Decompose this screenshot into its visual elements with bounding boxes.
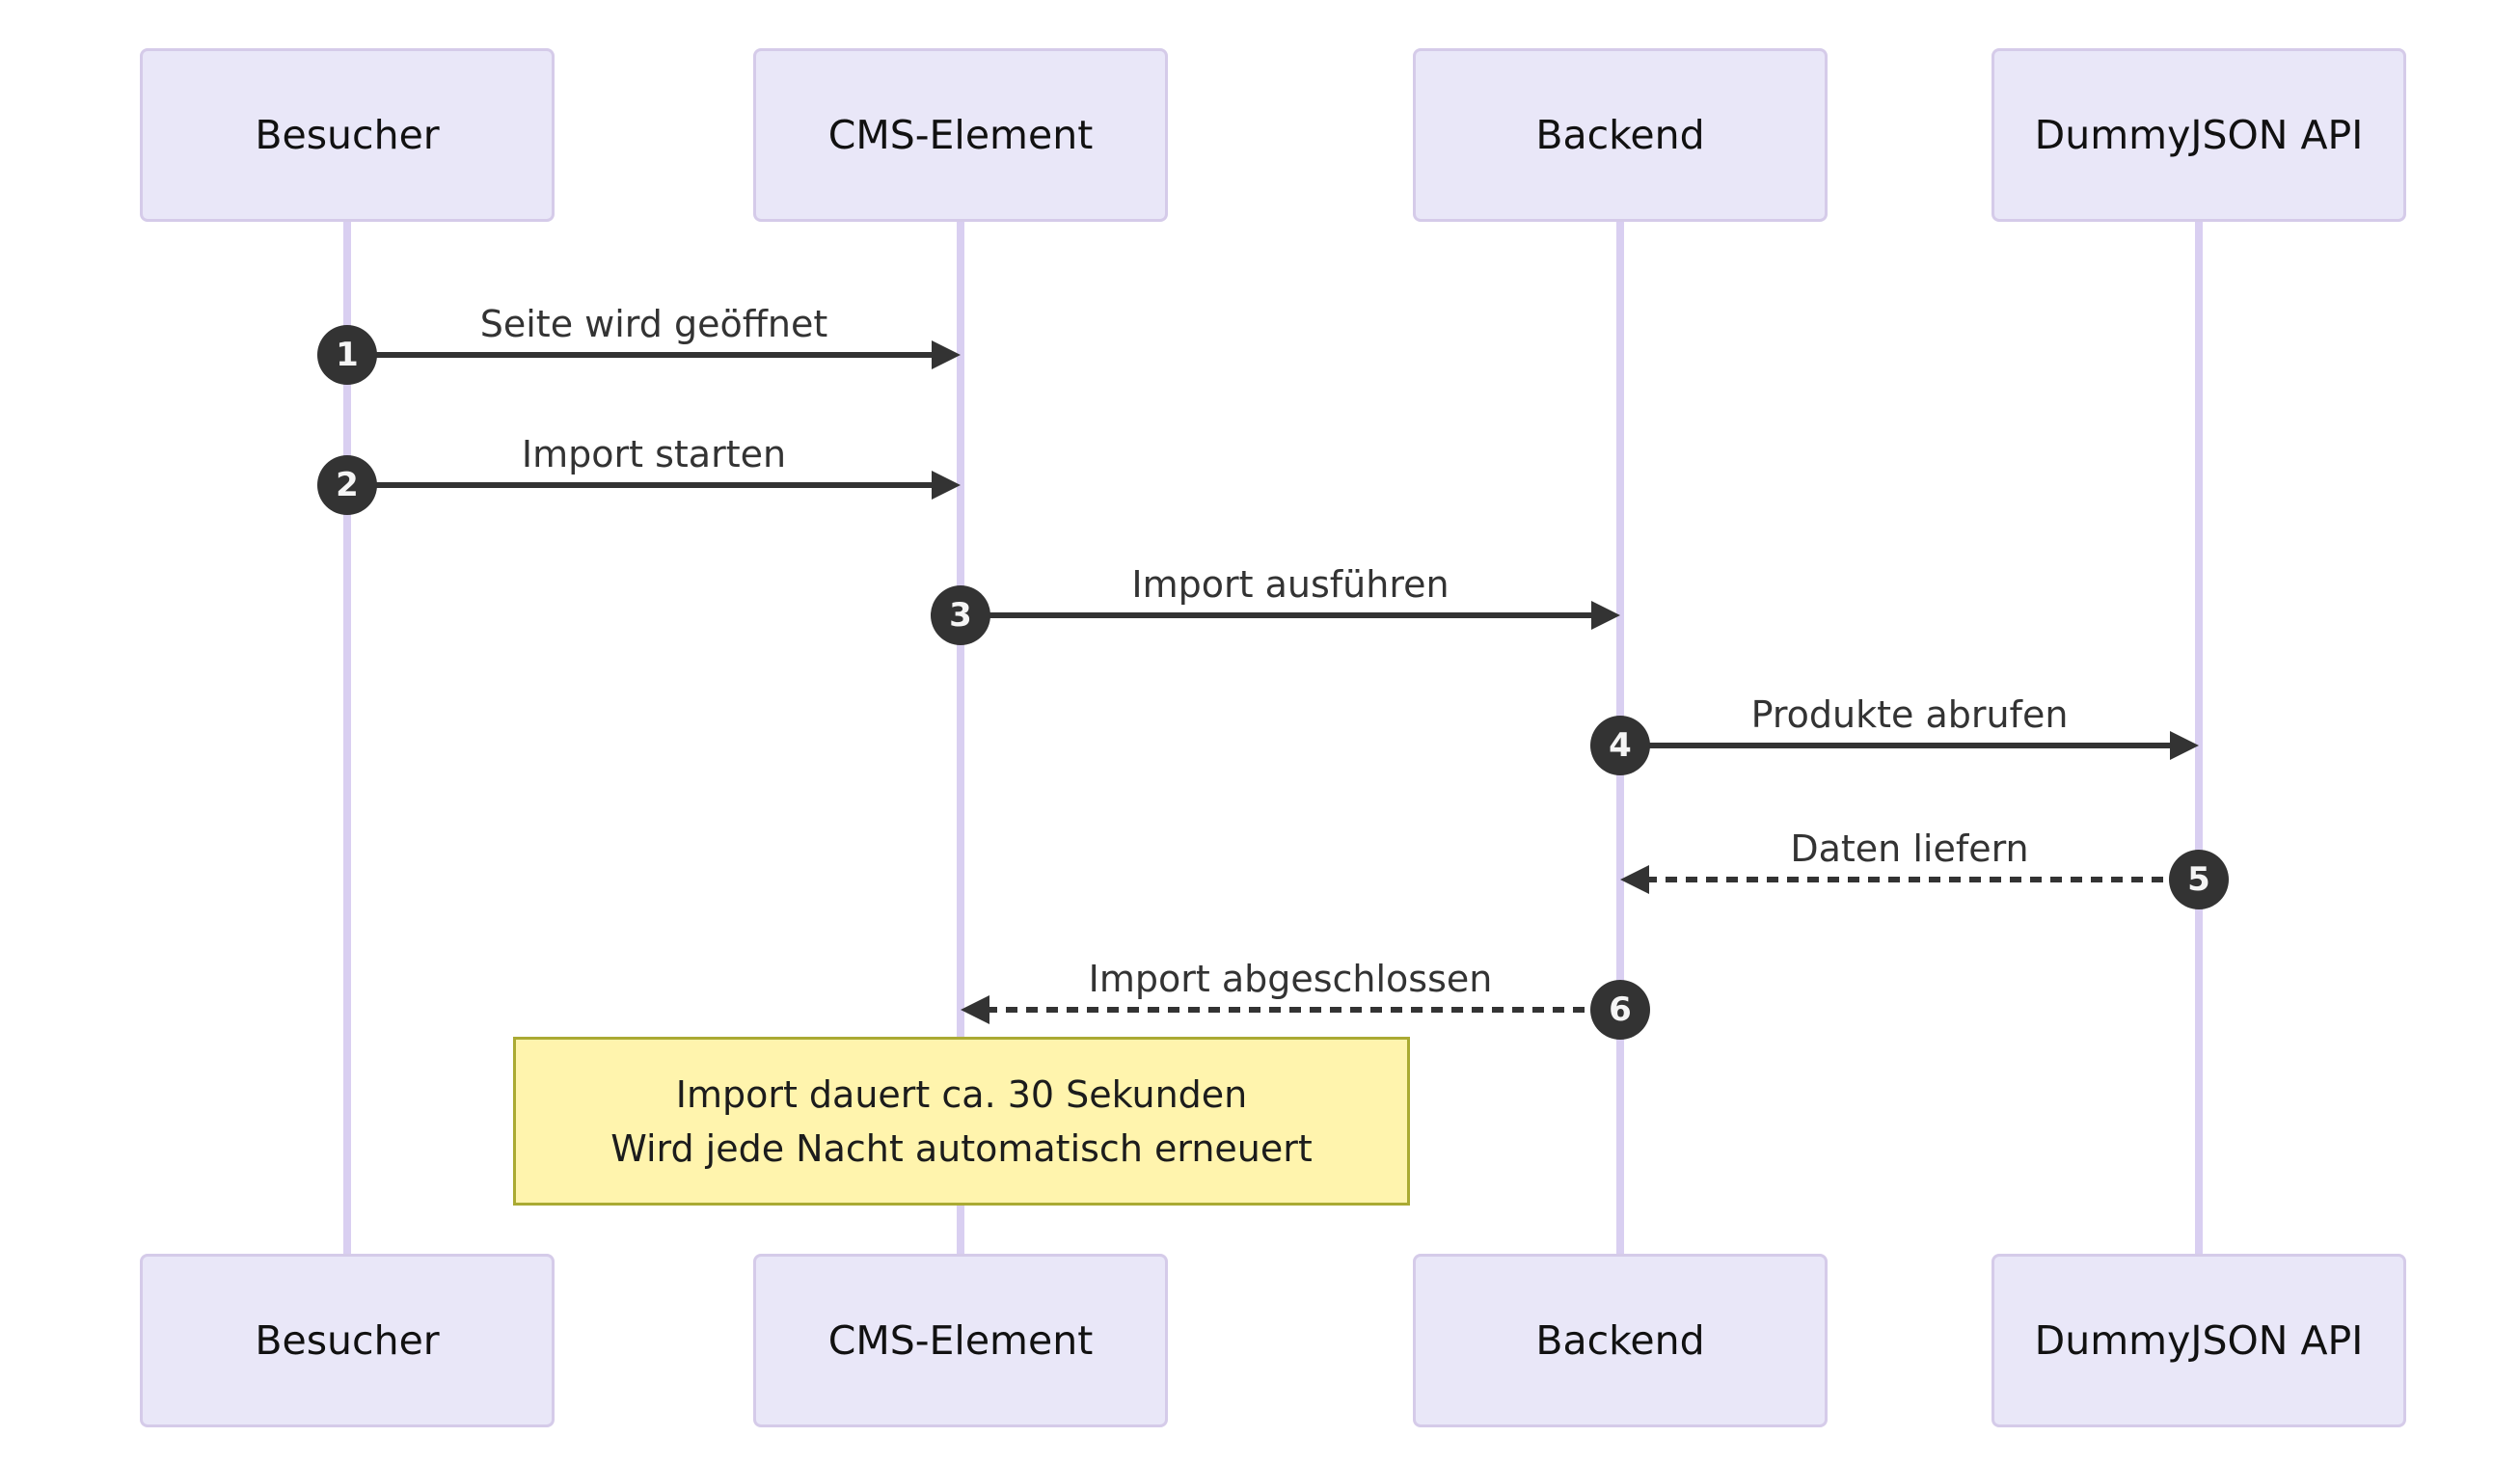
sequence-number-badge: 1 — [317, 325, 377, 385]
lifeline-dummyjson — [2195, 222, 2203, 1254]
message-line — [1645, 877, 2199, 882]
actor-box-dummyjson-top: DummyJSON API — [1992, 48, 2406, 222]
actor-label: DummyJSON API — [2034, 1317, 2364, 1364]
arrowhead-right-icon — [2170, 731, 2199, 760]
note-line-2: Wird jede Nacht automatisch erneuert — [610, 1126, 1313, 1170]
actor-box-besucher-top: Besucher — [140, 48, 555, 222]
lifeline-cms — [957, 222, 964, 1254]
actor-box-besucher-bottom: Besucher — [140, 1254, 555, 1427]
sequence-number-badge: 3 — [931, 585, 990, 645]
actor-box-backend-bottom: Backend — [1413, 1254, 1828, 1427]
arrowhead-right-icon — [932, 471, 961, 500]
actor-label: Backend — [1535, 1317, 1705, 1364]
message-line — [961, 612, 1595, 618]
actor-box-dummyjson-bottom: DummyJSON API — [1992, 1254, 2406, 1427]
message-label: Seite wird geöffnet — [479, 303, 828, 345]
actor-label: Backend — [1535, 112, 1705, 158]
actor-box-cms-bottom: CMS-Element — [753, 1254, 1168, 1427]
message-label: Import starten — [521, 433, 787, 475]
actor-label: Besucher — [255, 112, 440, 158]
sequence-number-badge: 6 — [1590, 980, 1650, 1040]
actor-label: CMS-Element — [827, 1317, 1094, 1364]
note-box: Import dauert ca. 30 Sekunden Wird jede … — [513, 1037, 1410, 1206]
arrowhead-left-icon — [1620, 865, 1649, 894]
message-line — [347, 482, 935, 488]
arrowhead-left-icon — [961, 995, 989, 1024]
note-line-1: Import dauert ca. 30 Sekunden — [675, 1072, 1248, 1116]
arrowhead-right-icon — [1591, 601, 1620, 630]
sequence-number-badge: 5 — [2169, 850, 2229, 909]
actor-label: CMS-Element — [827, 112, 1094, 158]
actor-label: DummyJSON API — [2034, 112, 2364, 158]
sequence-number-badge: 2 — [317, 455, 377, 515]
message-line — [347, 352, 935, 358]
arrowhead-right-icon — [932, 340, 961, 369]
message-line — [986, 1007, 1620, 1013]
actor-box-backend-top: Backend — [1413, 48, 1828, 222]
message-label: Produkte abrufen — [1750, 693, 2069, 736]
message-label: Daten liefern — [1790, 827, 2029, 870]
message-label: Import ausführen — [1131, 563, 1450, 606]
actor-label: Besucher — [255, 1317, 440, 1364]
message-line — [1620, 743, 2174, 748]
sequence-number-badge: 4 — [1590, 716, 1650, 775]
lifeline-besucher — [343, 222, 351, 1254]
message-label: Import abgeschlossen — [1088, 958, 1493, 1000]
actor-box-cms-top: CMS-Element — [753, 48, 1168, 222]
